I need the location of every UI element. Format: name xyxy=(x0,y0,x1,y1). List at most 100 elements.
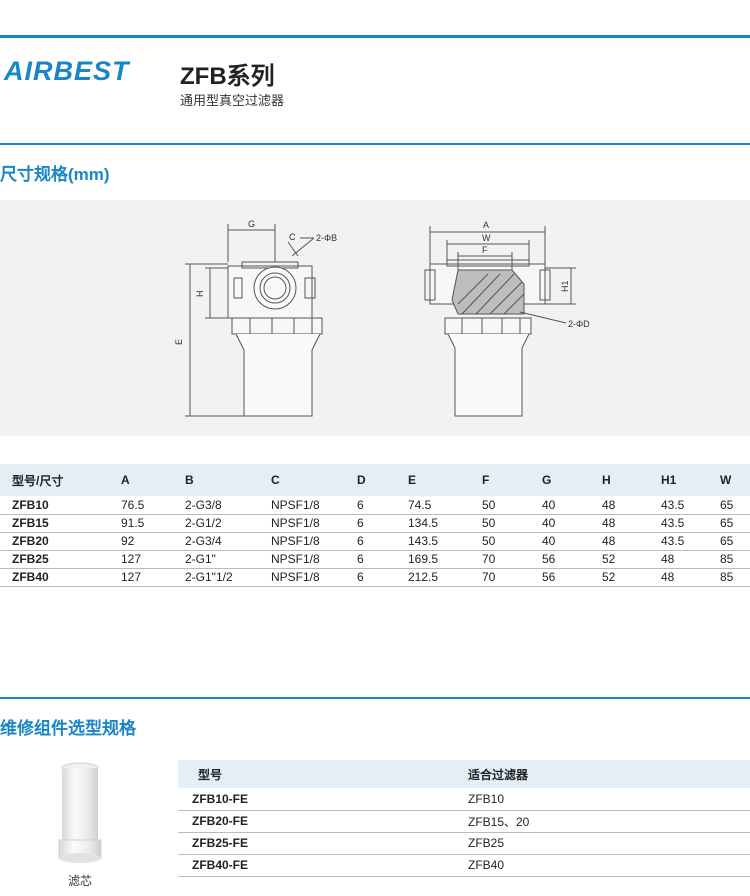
table-cell-model: ZFB25 xyxy=(0,550,121,569)
table-cell-model: ZFB25-FE xyxy=(178,832,468,855)
table-row: ZFB40 127 2-G1"1/2 NPSF1/8 6 212.5 70 56… xyxy=(0,568,750,587)
dimension-table: 型号/尺寸 A B C D E F G H H1 W ZFB10 76.5 2-… xyxy=(0,464,750,587)
table-cell-model: ZFB40 xyxy=(0,568,121,587)
section-title-kit: 维修组件选型规格 xyxy=(0,719,136,738)
label-a: A xyxy=(483,220,489,230)
table-cell: 70 xyxy=(482,550,542,569)
table-cell-model: ZFB20-FE xyxy=(178,810,468,833)
table-cell: 6 xyxy=(357,550,408,569)
table-row: ZFB40-FE ZFB40 xyxy=(178,854,750,877)
table-cell: 56 xyxy=(542,568,602,587)
table-cell: 70 xyxy=(482,568,542,587)
table-row: ZFB10-FE ZFB10 xyxy=(178,788,750,811)
column-header: B xyxy=(185,464,271,496)
table-cell: ZFB10 xyxy=(468,788,750,811)
table-row: ZFB20 92 2-G3/4 NPSF1/8 6 143.5 50 40 48… xyxy=(0,532,750,551)
label-phi-b: 2-ΦB xyxy=(316,233,337,243)
table-cell: NPSF1/8 xyxy=(271,550,357,569)
table-cell: 48 xyxy=(602,514,661,533)
section-rule xyxy=(0,697,750,699)
table-cell-model: ZFB10-FE xyxy=(178,788,468,811)
table-cell: 65 xyxy=(720,532,750,551)
table-cell: 169.5 xyxy=(408,550,482,569)
column-header: E xyxy=(408,464,482,496)
table-cell: 92 xyxy=(121,532,185,551)
table-cell: ZFB40 xyxy=(468,854,750,877)
table-cell: NPSF1/8 xyxy=(271,568,357,587)
table-cell: 2-G3/8 xyxy=(185,496,271,515)
table-cell: NPSF1/8 xyxy=(271,514,357,533)
table-cell: ZFB15、20 xyxy=(468,810,750,833)
table-cell: 2-G3/4 xyxy=(185,532,271,551)
label-g: G xyxy=(248,219,255,229)
table-cell-model: ZFB10 xyxy=(0,496,121,515)
table-header-row: 型号/尺寸 A B C D E F G H H1 W xyxy=(0,464,750,496)
table-cell: 48 xyxy=(661,550,720,569)
label-h1: H1 xyxy=(560,280,570,292)
table-cell: 43.5 xyxy=(661,532,720,551)
table-cell-model: ZFB20 xyxy=(0,532,121,551)
column-header: H xyxy=(602,464,661,496)
table-cell: 6 xyxy=(357,568,408,587)
table-cell: 2-G1/2 xyxy=(185,514,271,533)
repair-kit-table: 型号 适合过滤器 ZFB10-FE ZFB10 ZFB20-FE ZFB15、2… xyxy=(178,760,750,877)
table-cell: 52 xyxy=(602,550,661,569)
table-cell: 50 xyxy=(482,514,542,533)
page-subtitle: 通用型真空过滤器 xyxy=(180,93,285,108)
table-cell: 74.5 xyxy=(408,496,482,515)
filter-element-caption: 滤芯 xyxy=(68,874,93,888)
table-cell: 48 xyxy=(602,496,661,515)
table-cell: 6 xyxy=(357,514,408,533)
column-header: 适合过滤器 xyxy=(468,760,750,788)
table-row: ZFB25-FE ZFB25 xyxy=(178,832,750,855)
table-cell: 212.5 xyxy=(408,568,482,587)
dimension-drawing-svg: G C 2-ΦB H E A W F H1 2-ΦD xyxy=(174,219,590,417)
section-rule xyxy=(0,143,750,145)
table-cell: 65 xyxy=(720,496,750,515)
table-cell: 50 xyxy=(482,532,542,551)
label-phi-d: 2-ΦD xyxy=(568,319,590,329)
column-header: W xyxy=(720,464,750,496)
column-header: F xyxy=(482,464,542,496)
column-header: D xyxy=(357,464,408,496)
label-h: H xyxy=(195,291,205,298)
table-cell: 56 xyxy=(542,550,602,569)
table-cell: 65 xyxy=(720,514,750,533)
table-cell: 40 xyxy=(542,532,602,551)
table-cell: NPSF1/8 xyxy=(271,496,357,515)
table-cell: 48 xyxy=(602,532,661,551)
table-cell: 43.5 xyxy=(661,496,720,515)
table-cell-model: ZFB15 xyxy=(0,514,121,533)
header-rule xyxy=(0,35,750,38)
table-cell: 127 xyxy=(121,550,185,569)
table-cell: 43.5 xyxy=(661,514,720,533)
page-title: ZFB系列 xyxy=(180,63,275,90)
label-f: F xyxy=(482,245,488,255)
table-cell: 50 xyxy=(482,496,542,515)
column-header: 型号 xyxy=(178,760,468,788)
label-w: W xyxy=(482,233,491,243)
column-header: H1 xyxy=(661,464,720,496)
table-cell: 6 xyxy=(357,496,408,515)
brand-logo: AIRBEST xyxy=(4,56,130,86)
table-cell: 40 xyxy=(542,496,602,515)
table-cell: ZFB25 xyxy=(468,832,750,855)
table-row: ZFB20-FE ZFB15、20 xyxy=(178,810,750,833)
table-header-row: 型号 适合过滤器 xyxy=(178,760,750,788)
column-header: 型号/尺寸 xyxy=(0,464,121,496)
table-cell-model: ZFB40-FE xyxy=(178,854,468,877)
table-cell: 76.5 xyxy=(121,496,185,515)
dimension-drawing: G C 2-ΦB H E A W F H1 2-ΦD xyxy=(0,200,750,436)
column-header: C xyxy=(271,464,357,496)
table-cell: 143.5 xyxy=(408,532,482,551)
label-c: C xyxy=(289,232,296,242)
table-cell: NPSF1/8 xyxy=(271,532,357,551)
table-cell: 52 xyxy=(602,568,661,587)
table-row: ZFB25 127 2-G1" NPSF1/8 6 169.5 70 56 52… xyxy=(0,550,750,569)
table-cell: 40 xyxy=(542,514,602,533)
table-cell: 48 xyxy=(661,568,720,587)
section-title-dimensions: 尺寸规格(mm) xyxy=(0,165,110,184)
label-e: E xyxy=(174,339,184,345)
table-cell: 2-G1" xyxy=(185,550,271,569)
table-cell: 134.5 xyxy=(408,514,482,533)
